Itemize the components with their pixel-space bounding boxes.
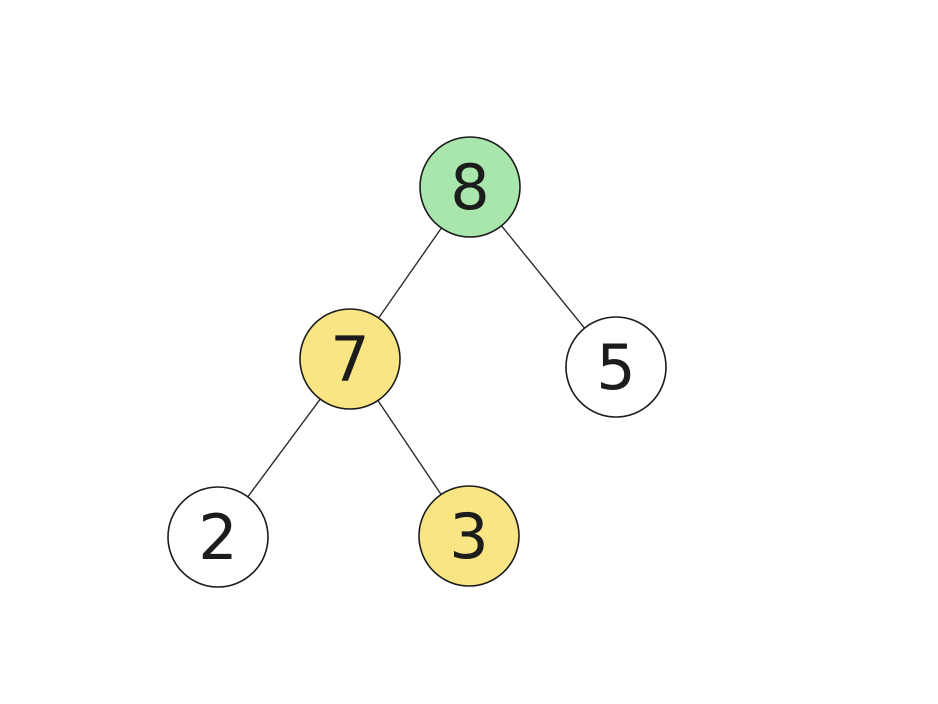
tree-node-label-2: 2 — [198, 501, 237, 574]
tree-node-circle-8 — [419, 136, 521, 238]
tree-node-circle-2 — [167, 486, 269, 588]
tree-node-circle-7 — [299, 308, 401, 410]
tree-node-circle-5 — [565, 316, 667, 418]
tree-node-label-8: 8 — [450, 151, 489, 224]
tree-edge-8-7 — [378, 227, 442, 319]
tree-node-label-5: 5 — [596, 331, 635, 404]
tree-node-label-7: 7 — [330, 323, 369, 396]
tree-node-3: 3 — [418, 485, 520, 587]
tree-node-5: 5 — [565, 316, 667, 418]
tree-node-circle-3 — [418, 485, 520, 587]
tree-edge-8-5 — [500, 225, 586, 329]
tree-node-8: 8 — [419, 136, 521, 238]
tree-node-label-3: 3 — [449, 500, 488, 573]
tree-node-7: 7 — [299, 308, 401, 410]
tree-node-2: 2 — [167, 486, 269, 588]
tree-edge-7-3 — [377, 400, 442, 495]
tree-edge-7-2 — [247, 398, 321, 498]
